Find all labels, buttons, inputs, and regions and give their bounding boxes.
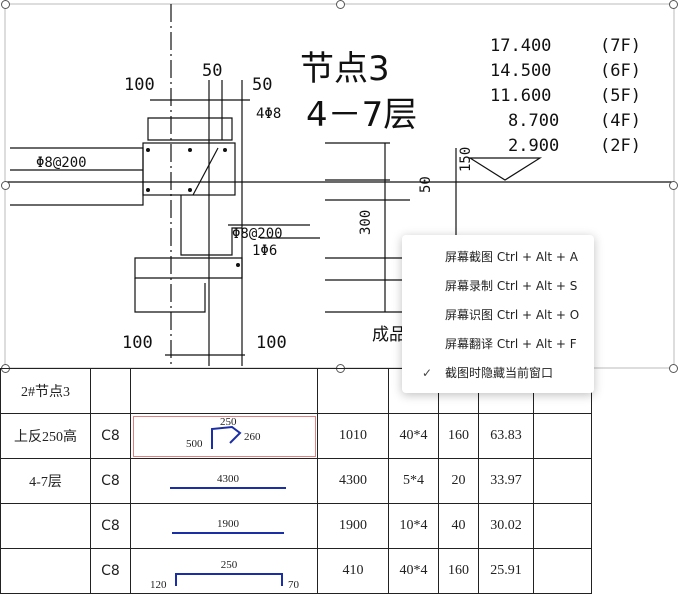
menu-item-label: 屏幕录制 Ctrl + Alt + S xyxy=(445,279,578,293)
shape-dim-top: 250 xyxy=(220,416,237,428)
note-stirrup-mid: Φ8@200 xyxy=(232,226,283,242)
cad-drawing-image[interactable]: 100 50 50 4Φ8 Φ8@200 Φ8@200 1Φ6 100 100 … xyxy=(0,0,679,370)
cell-weight[interactable]: 33.97 xyxy=(478,458,534,504)
dim-top-left: 100 xyxy=(124,75,155,95)
shape-dim-right: 260 xyxy=(244,431,261,443)
level-elevation: 8.700 xyxy=(508,111,559,131)
cell-length[interactable]: 410 xyxy=(317,548,389,594)
screenshot-context-menu: 屏幕截图 Ctrl + Alt + A 屏幕录制 Ctrl + Alt + S 屏幕… xyxy=(402,235,594,393)
cell-steel-grade[interactable] xyxy=(90,368,131,414)
cell-member-name[interactable] xyxy=(0,503,91,549)
drawing-title: 节点3 xyxy=(300,49,390,89)
cell-extra[interactable] xyxy=(533,548,592,594)
resize-handle[interactable] xyxy=(1,0,10,9)
note-bottom-bar: 1Φ6 xyxy=(252,243,277,259)
cell-extra[interactable] xyxy=(533,458,592,504)
note-stirrup-left: Φ8@200 xyxy=(36,155,87,171)
dim-side-150: 150 xyxy=(458,147,474,172)
menu-item-label: 屏幕翻译 Ctrl + Alt + F xyxy=(445,337,577,351)
shape-dim-length: 1900 xyxy=(217,518,240,530)
cell-length[interactable]: 1010 xyxy=(317,413,389,459)
level-elevation: 17.400 xyxy=(490,36,551,56)
cell-bar-shape[interactable]: 250 120 70 xyxy=(130,548,318,594)
cell-weight[interactable]: 30.02 xyxy=(478,503,534,549)
dim-top-right: 50 xyxy=(252,75,272,95)
cell-extra[interactable] xyxy=(533,413,592,459)
cell-spacing[interactable]: 160 xyxy=(438,413,479,459)
cell-member-name[interactable]: 2#节点3 xyxy=(0,368,91,414)
cell-steel-grade[interactable]: C8 xyxy=(90,413,131,459)
cell-count[interactable]: 5*4 xyxy=(388,458,439,504)
cell-length[interactable] xyxy=(317,368,389,414)
cell-weight[interactable]: 63.83 xyxy=(478,413,534,459)
cell-spacing[interactable]: 20 xyxy=(438,458,479,504)
cell-member-name[interactable]: 上反250高 xyxy=(0,413,91,459)
menu-item[interactable]: ✓ 截图时隐藏当前窗口 xyxy=(402,359,594,387)
cell-steel-grade[interactable]: C8 xyxy=(90,458,131,504)
cell-count[interactable]: 10*4 xyxy=(388,503,439,549)
level-elevation: 14.500 xyxy=(490,61,551,81)
dim-top-mid: 50 xyxy=(202,61,222,81)
cell-bar-shape[interactable]: 4300 xyxy=(130,458,318,504)
menu-item-label: 截图时隐藏当前窗口 xyxy=(445,366,554,380)
resize-handle[interactable] xyxy=(1,181,10,190)
menu-item-label: 屏幕识图 Ctrl + Alt + O xyxy=(445,308,580,322)
shape-dim-left: 500 xyxy=(186,438,203,450)
cell-steel-grade[interactable]: C8 xyxy=(90,548,131,594)
check-icon: ✓ xyxy=(422,366,433,380)
resize-handle[interactable] xyxy=(336,0,345,9)
cell-steel-grade[interactable]: C8 xyxy=(90,503,131,549)
level-floor: (6F) xyxy=(600,61,641,81)
cell-length[interactable]: 1900 xyxy=(317,503,389,549)
drawing-subtitle: 4－7层 xyxy=(306,95,417,135)
cell-member-name[interactable]: 4-7层 xyxy=(0,458,91,504)
note-top-bar: 4Φ8 xyxy=(256,106,281,122)
dim-bottom-left: 100 xyxy=(122,333,153,353)
cell-spacing[interactable]: 160 xyxy=(438,548,479,594)
cell-extra[interactable] xyxy=(533,503,592,549)
level-elevation: 11.600 xyxy=(490,86,551,106)
shape-dim-length: 4300 xyxy=(217,473,240,485)
cell-member-name[interactable] xyxy=(0,548,91,594)
cell-bar-shape[interactable]: 1900 xyxy=(130,503,318,549)
menu-item[interactable]: 屏幕识图 Ctrl + Alt + O xyxy=(402,301,594,329)
menu-item-label: 屏幕截图 Ctrl + Alt + A xyxy=(445,250,578,264)
menu-item[interactable]: 屏幕截图 Ctrl + Alt + A xyxy=(402,243,594,271)
level-floor: (4F) xyxy=(600,111,641,131)
dim-side-300: 300 xyxy=(358,210,374,235)
shape-dim-left: 120 xyxy=(150,579,167,591)
cell-length[interactable]: 4300 xyxy=(317,458,389,504)
level-floor: (7F) xyxy=(600,36,641,56)
cell-bar-shape[interactable] xyxy=(130,368,318,414)
dim-bottom-right: 100 xyxy=(256,333,287,353)
dim-side-50: 50 xyxy=(418,176,434,193)
level-elevation: 2.900 xyxy=(508,136,559,156)
resize-handle[interactable] xyxy=(669,181,678,190)
resize-handle[interactable] xyxy=(669,364,678,373)
menu-item[interactable]: 屏幕翻译 Ctrl + Alt + F xyxy=(402,330,594,358)
shape-dim-right: 70 xyxy=(288,579,300,591)
cell-spacing[interactable]: 40 xyxy=(438,503,479,549)
shape-dim-top: 250 xyxy=(221,559,238,571)
cell-count[interactable]: 40*4 xyxy=(388,413,439,459)
resize-handle[interactable] xyxy=(669,0,678,9)
note-finish: 成品 xyxy=(372,325,406,345)
cell-bar-shape[interactable]: 250 500 260 xyxy=(130,413,318,459)
menu-item[interactable]: 屏幕录制 Ctrl + Alt + S xyxy=(402,272,594,300)
cell-count[interactable]: 40*4 xyxy=(388,548,439,594)
level-floor: (2F) xyxy=(600,136,641,156)
cell-weight[interactable]: 25.91 xyxy=(478,548,534,594)
level-floor: (5F) xyxy=(600,86,641,106)
